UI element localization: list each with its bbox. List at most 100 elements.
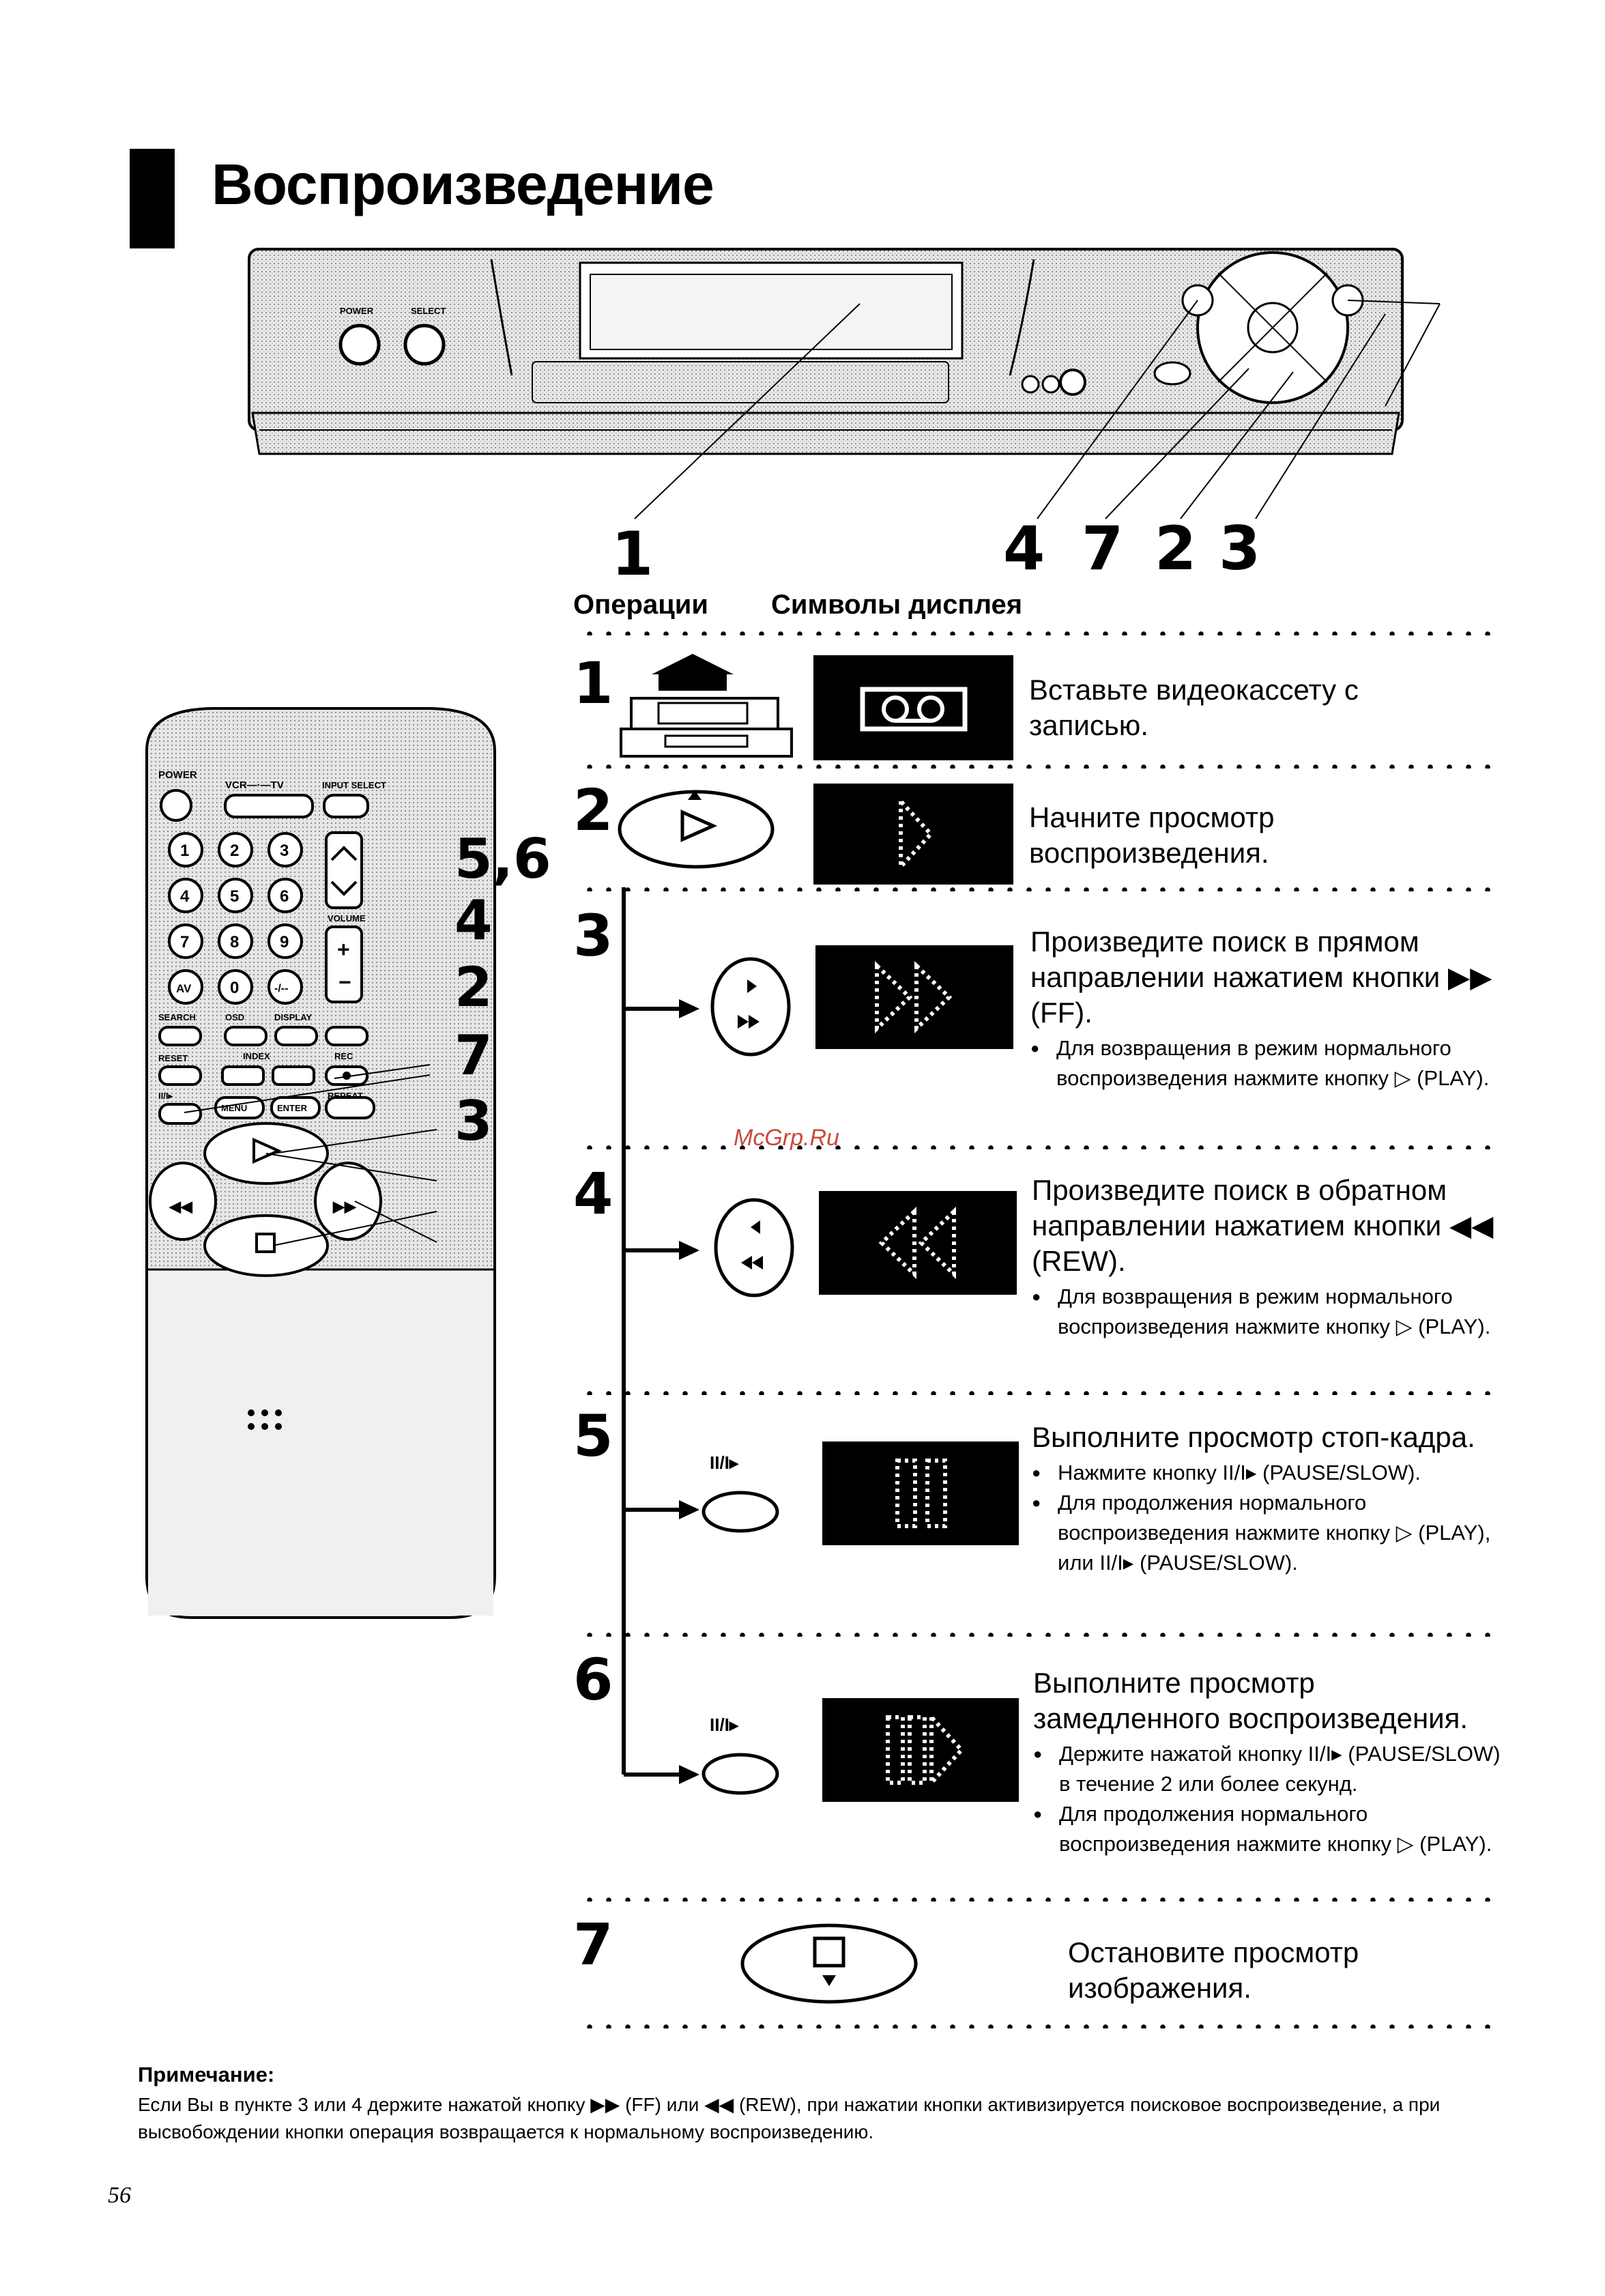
display-slow xyxy=(822,1698,1019,1802)
svg-text:◀◀: ◀◀ xyxy=(169,1198,193,1215)
separator xyxy=(580,631,1498,635)
vcr-illustration: POWER SELECT xyxy=(248,248,1441,519)
step-6-button-label: II/I▸ xyxy=(710,1714,738,1735)
svg-text:0: 0 xyxy=(230,979,239,997)
step-7-text: Остановите просмотр изображения. xyxy=(1068,1936,1359,2004)
callout-remote-56: 5,6 xyxy=(454,827,551,891)
step-4-bullet-1: Для возвращения в режим нормального восп… xyxy=(1032,1282,1503,1342)
step-6-bullet-2: Для продолжения нормального воспроизведе… xyxy=(1033,1799,1504,1859)
separator xyxy=(580,887,1498,891)
separator xyxy=(580,1391,1498,1395)
step-5-number: 5 xyxy=(573,1403,613,1469)
remote-index-label: INDEX xyxy=(243,1051,270,1061)
display-rew xyxy=(819,1191,1017,1295)
callout-vcr-4: 4 xyxy=(1003,513,1045,584)
separator xyxy=(580,1897,1498,1902)
step-2-number: 2 xyxy=(573,777,613,844)
callout-vcr-1: 1 xyxy=(611,519,654,589)
stop-button-icon xyxy=(740,1923,918,2004)
separator xyxy=(580,1145,1498,1149)
step-6-bullet-1: Держите нажатой кнопку II/I▸ (PAUSE/SLOW… xyxy=(1033,1739,1504,1799)
remote-pause-slow-button xyxy=(158,1103,202,1125)
svg-text:2: 2 xyxy=(230,842,239,860)
title-marker xyxy=(130,149,175,248)
watermark: McGrp.Ru xyxy=(734,1125,839,1151)
svg-text:7: 7 xyxy=(180,933,189,951)
callout-remote-4: 4 xyxy=(454,889,493,952)
callout-vcr-3: 3 xyxy=(1219,513,1261,584)
svg-text:8: 8 xyxy=(230,933,239,951)
remote-volume-label: VOLUME xyxy=(328,913,366,923)
svg-text:6: 6 xyxy=(280,887,289,906)
remote-rew-button xyxy=(149,1162,217,1241)
column-operations: Операции xyxy=(573,590,708,620)
remote-stop-button xyxy=(203,1214,329,1277)
page-number: 56 xyxy=(108,2183,131,2208)
separator xyxy=(580,1633,1498,1637)
vcr-select-button xyxy=(403,324,446,366)
callout-vcr-2: 2 xyxy=(1155,513,1197,584)
separator xyxy=(580,764,1498,769)
remote-number-keys: 1 2 3 4 5 6 7 8 9 AV 0 -/-- xyxy=(168,832,303,1005)
remote-ff-button xyxy=(314,1162,382,1241)
remote-rec-label: REC xyxy=(334,1051,353,1061)
remote-input-select-label: INPUT SELECT xyxy=(322,780,386,790)
vcr-power-label: POWER xyxy=(340,306,374,316)
svg-text:1: 1 xyxy=(180,842,189,860)
step-5-button-label: II/I▸ xyxy=(710,1452,738,1473)
remote-display-label: DISPLAY xyxy=(274,1012,312,1022)
remote-vcr-tv-label: VCR—·—TV xyxy=(225,779,284,791)
step-3-number: 3 xyxy=(573,902,613,969)
step-5-bullet-1: Нажмите кнопку II/I▸ (PAUSE/SLOW). xyxy=(1032,1458,1503,1488)
cassette-insert-icon xyxy=(620,654,793,758)
vcr-select-label: SELECT xyxy=(411,306,446,316)
display-pause xyxy=(822,1441,1019,1545)
callout-remote-7: 7 xyxy=(454,1024,493,1087)
remote-osd-label: OSD xyxy=(225,1012,244,1022)
step-3-text: Произведите поиск в прямом направлении н… xyxy=(1030,925,1492,1029)
rew-button-icon xyxy=(714,1198,794,1297)
svg-text:5: 5 xyxy=(230,887,239,906)
separator xyxy=(580,2024,1498,2028)
note-title: Примечание: xyxy=(138,2063,275,2086)
step-4-number: 4 xyxy=(573,1160,613,1227)
page-title: Воспроизведение xyxy=(212,152,714,216)
step-5-bullet-2: Для продолжения нормального воспроизведе… xyxy=(1032,1488,1503,1578)
display-play xyxy=(813,784,1013,885)
callout-vcr-7: 7 xyxy=(1082,513,1124,584)
pause-slow-button-icon xyxy=(702,1491,779,1533)
step-6-text: Выполните просмотр замедленного воспроиз… xyxy=(1033,1667,1469,1734)
svg-text:AV: AV xyxy=(176,982,192,995)
step-7-number: 7 xyxy=(573,1911,613,1978)
note-body: Если Вы в пункте 3 или 4 держите нажатой… xyxy=(138,2094,1441,2142)
remote-reset-label: RESET xyxy=(158,1053,188,1063)
svg-text:9: 9 xyxy=(280,933,289,951)
step-3-bullet-1: Для возвращения в режим нормального восп… xyxy=(1030,1033,1501,1093)
display-cassette xyxy=(813,655,1013,760)
svg-text:−: − xyxy=(338,970,351,994)
step-5-text: Выполните просмотр стоп-кадра. xyxy=(1032,1421,1475,1453)
callout-remote-3: 3 xyxy=(454,1089,493,1153)
step-1-text: Вставьте видеокассету с записью. xyxy=(1029,674,1359,741)
step-bracket xyxy=(622,887,699,1784)
svg-text:4: 4 xyxy=(180,887,190,906)
vcr-power-button xyxy=(338,324,381,366)
remote-pause-label: II/I▸ xyxy=(158,1091,173,1101)
svg-text:▶▶: ▶▶ xyxy=(332,1198,357,1215)
callout-remote-2: 2 xyxy=(454,956,493,1019)
play-button-icon xyxy=(618,790,775,869)
remote-power-button xyxy=(160,789,192,822)
remote-power-label: POWER xyxy=(158,769,197,781)
remote-repeat-label: REPEAT xyxy=(328,1091,363,1101)
svg-text:+: + xyxy=(337,937,350,962)
pause-slow-button-icon xyxy=(702,1753,779,1795)
step-6-number: 6 xyxy=(573,1646,613,1713)
step-1-number: 1 xyxy=(573,650,613,717)
remote-search-label: SEARCH xyxy=(158,1012,196,1022)
ff-button-icon xyxy=(710,957,791,1057)
svg-text:3: 3 xyxy=(280,842,289,860)
remote-illustration: POWER VCR—·—TV INPUT SELECT 1 2 3 4 5 6 … xyxy=(145,707,496,1619)
svg-text:-/--: -/-- xyxy=(274,983,288,994)
remote-enter-label: ENTER xyxy=(277,1103,308,1113)
display-ff xyxy=(815,945,1013,1049)
